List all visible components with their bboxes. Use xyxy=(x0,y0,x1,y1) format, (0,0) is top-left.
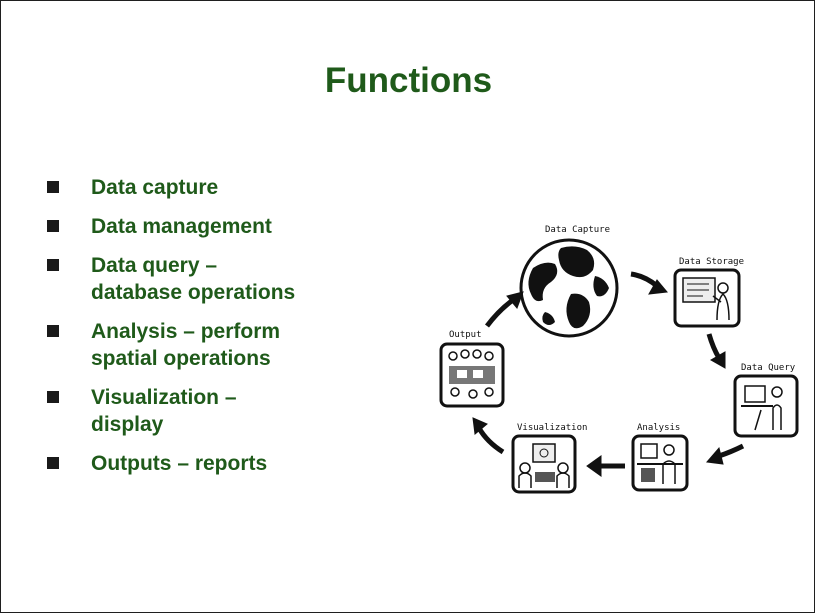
square-bullet-icon xyxy=(47,457,59,469)
meeting-group-icon xyxy=(439,342,505,408)
people-viewing-screen-icon xyxy=(511,434,577,494)
stage-label: Output xyxy=(449,330,482,340)
bullet-text: Data management xyxy=(91,215,272,238)
globe-icon xyxy=(519,238,619,338)
person-at-desk-icon xyxy=(631,434,689,492)
arrow-left-icon xyxy=(586,455,625,477)
bullet-text: Analysis – perform xyxy=(91,320,281,343)
stage-data-capture: Data Capture xyxy=(519,225,619,338)
bullet-text-continued: spatial operations xyxy=(91,347,271,370)
stage-data-query: Data Query xyxy=(733,363,799,438)
arrow-up-right-icon xyxy=(485,291,524,328)
stage-label: Analysis xyxy=(637,423,680,433)
square-bullet-icon xyxy=(47,259,59,271)
stage-analysis: Analysis xyxy=(631,423,689,492)
person-at-computer-icon xyxy=(733,374,799,438)
square-bullet-icon xyxy=(47,325,59,337)
arrow-up-left-icon xyxy=(472,417,505,455)
bullet-item: Outputs – reports xyxy=(47,450,367,477)
square-bullet-icon xyxy=(47,220,59,232)
square-bullet-icon xyxy=(47,181,59,193)
arrow-down-icon xyxy=(706,333,726,369)
square-bullet-icon xyxy=(47,391,59,403)
stage-output: Output xyxy=(439,330,505,408)
cycle-arrows xyxy=(472,271,745,477)
bullet-text: Data query – xyxy=(91,254,218,277)
stage-label: Visualization xyxy=(517,423,587,433)
bullet-text: Outputs – reports xyxy=(91,452,268,475)
bullet-text: Data capture xyxy=(91,176,219,199)
bullet-item: Visualization – display xyxy=(47,384,367,438)
bullet-text-continued: database operations xyxy=(91,281,296,304)
bullet-list: Data capture Data management Data query … xyxy=(47,174,367,489)
stage-data-storage: Data Storage xyxy=(673,257,744,328)
bullet-text: Visualization – xyxy=(91,386,237,409)
stage-label: Data Storage xyxy=(679,257,744,267)
bullet-item: Analysis – perform spatial operations xyxy=(47,318,367,372)
stage-visualization: Visualization xyxy=(511,423,587,494)
slide-title: Functions xyxy=(324,61,493,100)
gis-cycle-diagram: Data Capture Data Storage xyxy=(439,225,799,494)
arrow-right-icon xyxy=(630,271,668,295)
stage-label: Data Query xyxy=(741,363,796,373)
bullet-item: Data capture xyxy=(47,174,367,201)
bullet-item: Data management xyxy=(47,213,367,240)
bullet-text-continued: display xyxy=(91,413,164,436)
person-at-screen-icon xyxy=(673,268,741,328)
arrow-left-icon xyxy=(706,443,745,465)
bullet-item: Data query – database operations xyxy=(47,252,367,306)
stage-label: Data Capture xyxy=(545,225,610,235)
